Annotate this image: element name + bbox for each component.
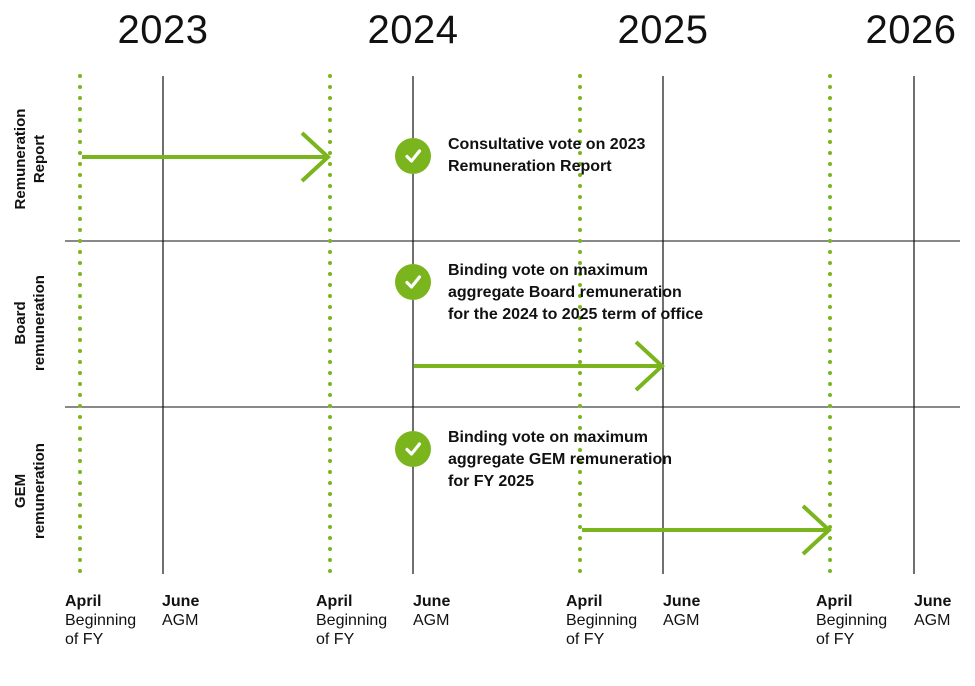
row-label-remuneration-report: Remuneration Report (12, 108, 48, 210)
note-text: Binding vote on maximum aggregate GEM re… (448, 429, 673, 490)
year-2025: 2025 (617, 8, 709, 52)
check-circle-icon (395, 138, 431, 174)
note-gem-binding-vote: Binding vote on maximum aggregate GEM re… (395, 427, 672, 493)
year-2023: 2023 (117, 8, 209, 52)
arrow-board-remuneration (414, 340, 665, 392)
month-label-april-2026: April Beginning of FY (816, 593, 888, 648)
year-2026: 2026 (865, 8, 957, 52)
note-text: Binding vote on maximum aggregate Board … (448, 262, 704, 323)
arrow-remuneration-report (82, 131, 331, 183)
month-label-april-2023: April Beginning of FY (65, 593, 137, 648)
note-text: Consultative vote on 2023 Remuneration R… (448, 136, 646, 175)
row-label-gem-remuneration: GEM remuneration (12, 443, 48, 539)
year-2024: 2024 (367, 8, 459, 52)
check-circle-icon (395, 431, 431, 467)
check-circle-icon (395, 264, 431, 300)
note-board-binding-vote: Binding vote on maximum aggregate Board … (395, 260, 703, 326)
month-label-april-2025: April Beginning of FY (566, 593, 638, 648)
row-label-board-remuneration: Board remuneration (12, 275, 48, 371)
note-consultative-vote: Consultative vote on 2023 Remuneration R… (395, 134, 645, 178)
month-label-june-2026: June AGM (914, 593, 952, 629)
month-label-june-2023: June AGM (162, 593, 200, 629)
arrow-gem-remuneration (582, 504, 832, 556)
month-label-june-2025: June AGM (663, 593, 701, 629)
month-label-april-2024: April Beginning of FY (316, 593, 388, 648)
month-label-june-2024: June AGM (413, 593, 451, 629)
